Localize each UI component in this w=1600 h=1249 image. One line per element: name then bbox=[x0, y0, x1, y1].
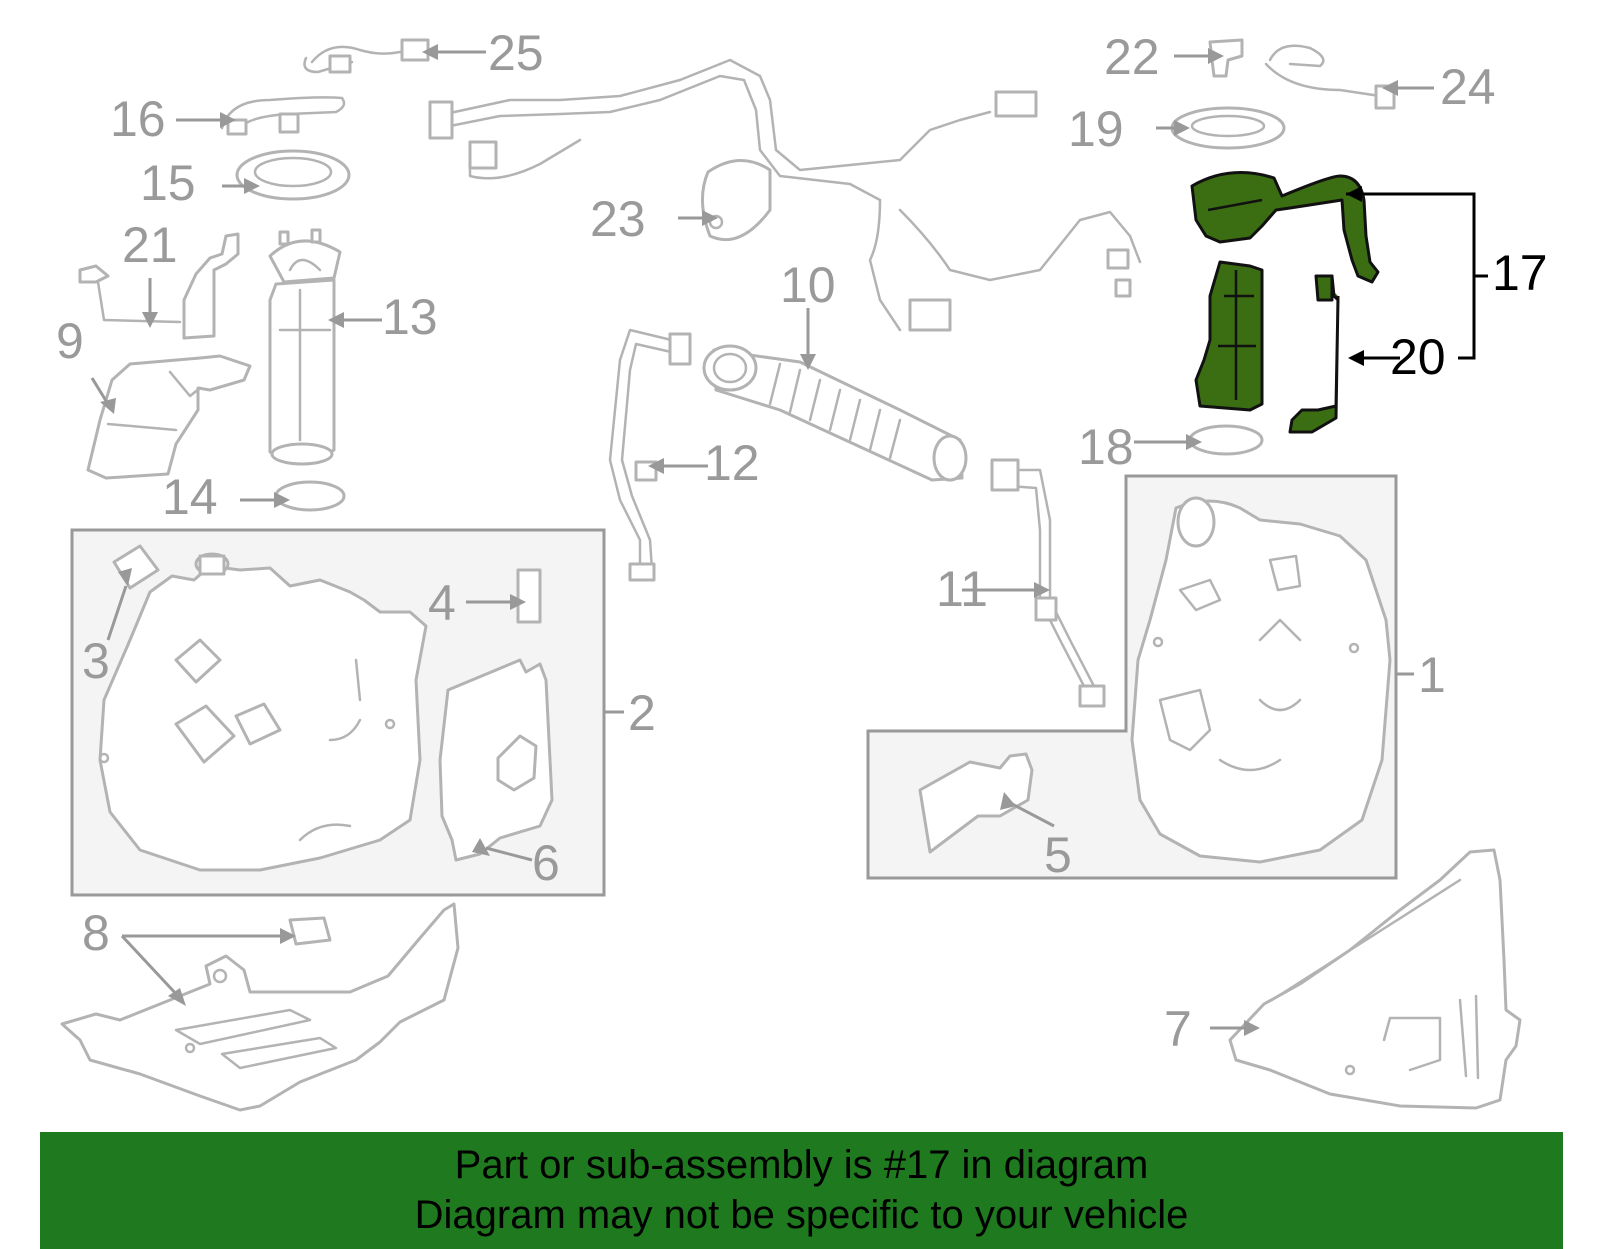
leader-lines bbox=[90, 50, 1434, 1030]
callout-6: 6 bbox=[532, 835, 560, 891]
part-24-hose bbox=[1264, 44, 1396, 110]
part-11-line bbox=[990, 458, 1106, 708]
part-14-seal bbox=[274, 480, 346, 512]
part-1-tank bbox=[1130, 496, 1392, 864]
part-17-pump-module bbox=[1190, 171, 1380, 434]
part-15-lock-ring bbox=[235, 149, 351, 201]
part-16-hose bbox=[220, 96, 346, 136]
part-25-hose bbox=[303, 38, 430, 74]
part-23-harness bbox=[428, 58, 1142, 332]
part-10-filler-pipe bbox=[702, 344, 968, 482]
callout-5: 5 bbox=[1044, 827, 1072, 883]
callout-8: 8 bbox=[82, 905, 110, 961]
callout-19: 19 bbox=[1068, 101, 1124, 157]
part-9-shield bbox=[86, 354, 252, 480]
callout-22: 22 bbox=[1104, 29, 1160, 85]
callout-15: 15 bbox=[140, 155, 196, 211]
callout-20: 20 bbox=[1390, 329, 1446, 385]
banner-line-2: Diagram may not be specific to your vehi… bbox=[414, 1193, 1189, 1237]
part-18-seal bbox=[1188, 424, 1264, 456]
callout-3: 3 bbox=[82, 633, 110, 689]
callout-4: 4 bbox=[428, 575, 456, 631]
callout-17: 17 bbox=[1492, 245, 1548, 301]
leader-arrowheads bbox=[100, 44, 1398, 1036]
part-2-tank bbox=[98, 552, 428, 872]
callout-18: 18 bbox=[1078, 419, 1134, 475]
banner-line-1: Part or sub-assembly is #17 in diagram bbox=[454, 1143, 1149, 1187]
callout-1: 1 bbox=[1418, 647, 1446, 703]
part-6-shield bbox=[438, 658, 554, 862]
callout-23: 23 bbox=[590, 191, 646, 247]
part-12-vent-line bbox=[608, 328, 692, 582]
callout-13: 13 bbox=[382, 289, 438, 345]
part-8-pad bbox=[288, 916, 332, 946]
callout-24: 24 bbox=[1440, 59, 1496, 115]
callout-25: 25 bbox=[488, 25, 544, 81]
part-22-connector bbox=[1208, 38, 1244, 78]
part-21-sender bbox=[78, 232, 240, 340]
callout-16: 16 bbox=[110, 91, 166, 147]
info-banner: Part or sub-assembly is #17 in diagram D… bbox=[40, 1132, 1563, 1249]
part-4-clip bbox=[516, 568, 542, 624]
part-7-skid-plate bbox=[1228, 848, 1522, 1110]
callout-2: 2 bbox=[628, 685, 656, 741]
callout-10: 10 bbox=[780, 257, 836, 313]
callout-21: 21 bbox=[122, 217, 178, 273]
part-5-bracket bbox=[918, 752, 1034, 854]
part-8-skid-plate bbox=[60, 902, 460, 1112]
callout-7: 7 bbox=[1164, 1001, 1192, 1057]
part-13-fuel-pump bbox=[268, 228, 342, 466]
callout-14: 14 bbox=[162, 469, 218, 525]
callout-9: 9 bbox=[56, 313, 84, 369]
callout-labels: 1 2 3 4 5 6 7 8 9 10 11 12 13 14 15 16 1… bbox=[56, 25, 1548, 1057]
leader-lines-highlight bbox=[1346, 186, 1488, 366]
callout-12: 12 bbox=[704, 435, 760, 491]
callout-11: 11 bbox=[936, 561, 988, 617]
